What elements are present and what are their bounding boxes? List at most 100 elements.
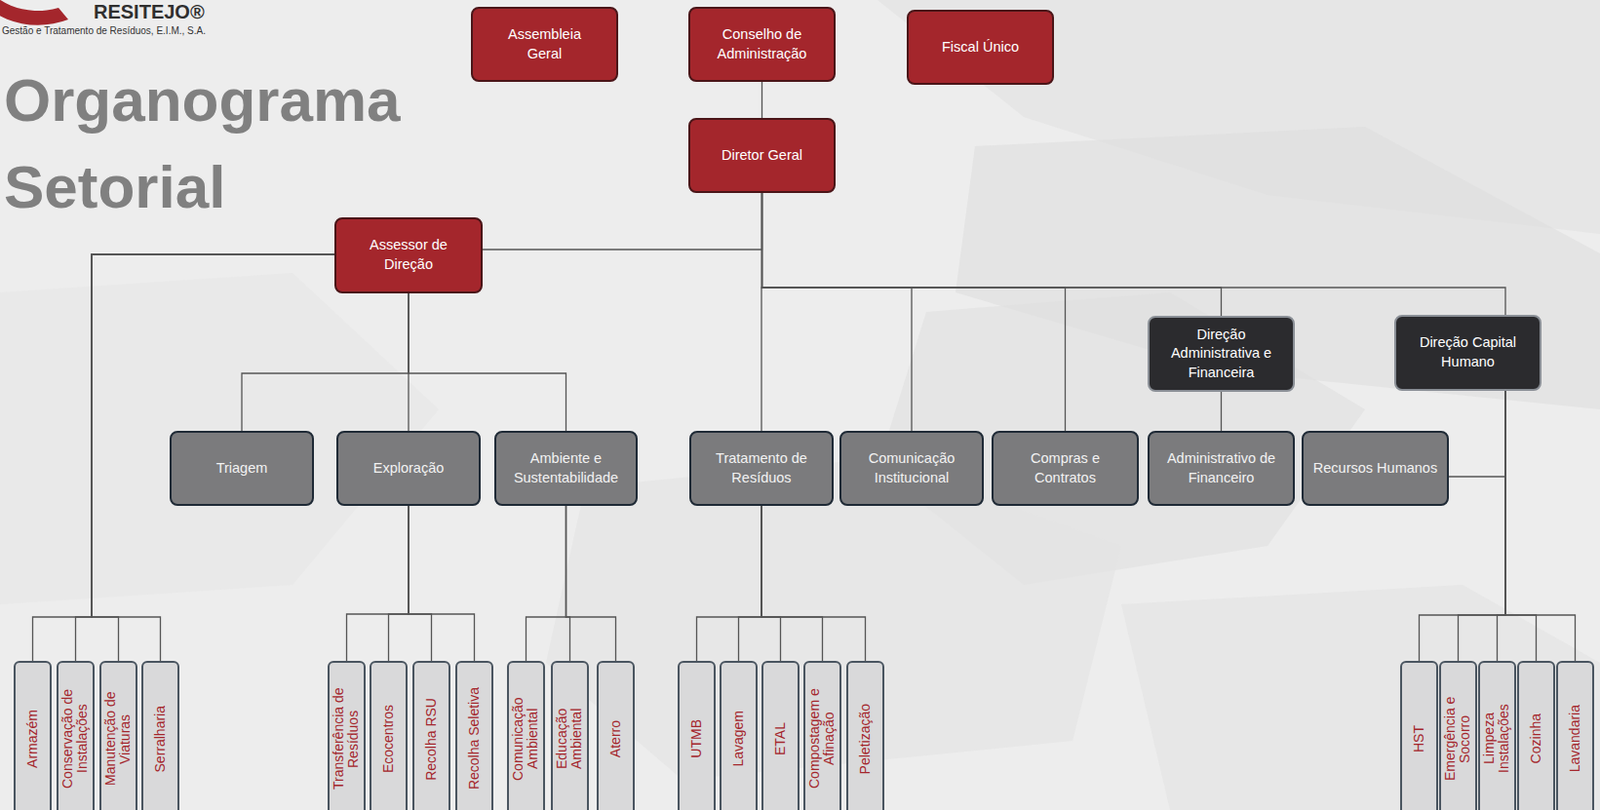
governance-box: Fiscal Único <box>906 9 1054 85</box>
connector-line <box>697 506 763 662</box>
connector-line <box>241 293 409 431</box>
box-label: ETAL <box>773 722 788 756</box>
box-label: Assembleia Geral <box>496 25 593 64</box>
logo-mark <box>0 0 69 26</box>
connector-line <box>91 254 335 662</box>
org-connector <box>389 506 410 662</box>
box-label: Diretor Geral <box>721 146 803 166</box>
section-box: Cozinha <box>1517 661 1556 810</box>
connector-line <box>761 506 781 662</box>
box-label: Assessor de Direção <box>359 235 458 274</box>
org-connector <box>1505 390 1576 662</box>
org-connector <box>482 193 763 250</box>
box-label: Transferência de Resíduos <box>331 681 362 797</box>
connector-line <box>1497 390 1507 662</box>
connector-line <box>1220 391 1222 431</box>
section-box: Limpeza Instalações <box>1478 661 1517 810</box>
connector-line <box>526 506 567 662</box>
box-label: Direção Capital Humano <box>1409 333 1526 372</box>
org-connector <box>76 254 336 662</box>
org-connector <box>697 506 763 662</box>
governance-box: Diretor Geral <box>688 117 836 194</box>
department-box: Exploração <box>336 430 481 507</box>
box-label: Armazém <box>25 709 40 769</box>
org-connector <box>1497 390 1507 662</box>
connector-line <box>408 506 475 662</box>
box-label: Fiscal Único <box>941 38 1019 58</box>
direction-box: Direção Capital Humano <box>1394 314 1542 391</box>
org-connector <box>347 506 410 662</box>
connector-line <box>761 506 823 662</box>
org-connector <box>761 506 823 662</box>
org-connector <box>408 506 475 662</box>
connector-line <box>347 506 410 662</box>
connector-line <box>408 293 567 431</box>
section-box: Conservação de Instalações <box>56 661 95 810</box>
direction-box: Direção Administrativa e Financeira <box>1147 315 1295 392</box>
section-box: Transferência de Resíduos <box>327 661 366 810</box>
box-label: Compostagem e Afinação <box>807 681 838 797</box>
section-box: Educação Ambiental <box>550 661 589 810</box>
box-label: HST <box>1411 725 1427 753</box>
section-box: Armazém <box>13 661 52 810</box>
box-label: Cozinha <box>1528 713 1544 764</box>
box-label: Tratamento de Resíduos <box>699 449 824 488</box>
box-label: Aterro <box>608 720 624 758</box>
box-label: Conservação de Instalações <box>60 681 91 797</box>
org-connector <box>1220 391 1222 431</box>
box-label: Limpeza Instalações <box>1482 681 1513 797</box>
section-box: ETAL <box>761 661 800 810</box>
org-connector <box>762 193 1507 315</box>
department-box: Administrativo de Financeiro <box>1147 430 1295 507</box>
box-label: Recolha RSU <box>424 698 439 781</box>
section-box: Compostagem e Afinação <box>803 661 842 810</box>
box-label: Peletização <box>858 703 873 775</box>
box-label: Recolha Seletiva <box>467 687 482 790</box>
box-label: Ecocentros <box>381 704 396 774</box>
connector-line <box>762 193 913 431</box>
department-box: Comunicação Institucional <box>839 430 984 507</box>
section-box: Lavagem <box>719 661 758 810</box>
box-label: Lavandaria <box>1567 704 1583 773</box>
section-box: HST <box>1400 661 1439 810</box>
connector-line <box>389 506 410 662</box>
box-label: Exploração <box>373 459 445 479</box>
governance-box: Assembleia Geral <box>470 6 619 82</box>
org-connector <box>241 293 409 431</box>
department-box: Triagem <box>169 430 314 507</box>
connector-line <box>408 506 432 662</box>
box-label: Comunicação Institucional <box>849 449 975 488</box>
logo-name: RESITEJO® <box>93 0 205 24</box>
org-connector <box>91 254 335 662</box>
section-box: Emergência e Socorro <box>1439 661 1478 810</box>
box-label: Recursos Humanos <box>1313 459 1438 479</box>
box-label: Ambiente e Sustentabilidade <box>504 449 628 488</box>
section-box: Lavandaria <box>1556 661 1595 810</box>
box-label: Emergência e Socorro <box>1443 681 1474 797</box>
org-connector <box>33 254 336 662</box>
connector-line <box>762 193 1507 315</box>
department-box: Ambiente e Sustentabilidade <box>494 430 638 507</box>
org-connector <box>1505 390 1537 662</box>
org-connector <box>762 193 1222 316</box>
box-label: Conselho de Administração <box>713 25 811 64</box>
org-connector <box>566 506 617 662</box>
org-connector <box>91 254 335 662</box>
connector-line <box>1505 390 1576 662</box>
box-label: Triagem <box>216 459 269 479</box>
connector-line <box>1505 390 1537 662</box>
department-box: Compras e Contratos <box>991 430 1139 507</box>
org-connector <box>408 506 432 662</box>
box-label: UTMB <box>689 719 704 759</box>
org-connector <box>739 506 763 662</box>
governance-box: Conselho de Administração <box>688 6 836 82</box>
connector-line <box>482 193 763 250</box>
section-box: Recolha Seletiva <box>455 661 494 810</box>
box-label: Serralharia <box>153 705 168 773</box>
org-connector <box>761 506 866 662</box>
org-connector <box>761 81 763 118</box>
org-connector <box>408 293 567 431</box>
box-label: Manutenção de Viaturas <box>103 681 134 797</box>
